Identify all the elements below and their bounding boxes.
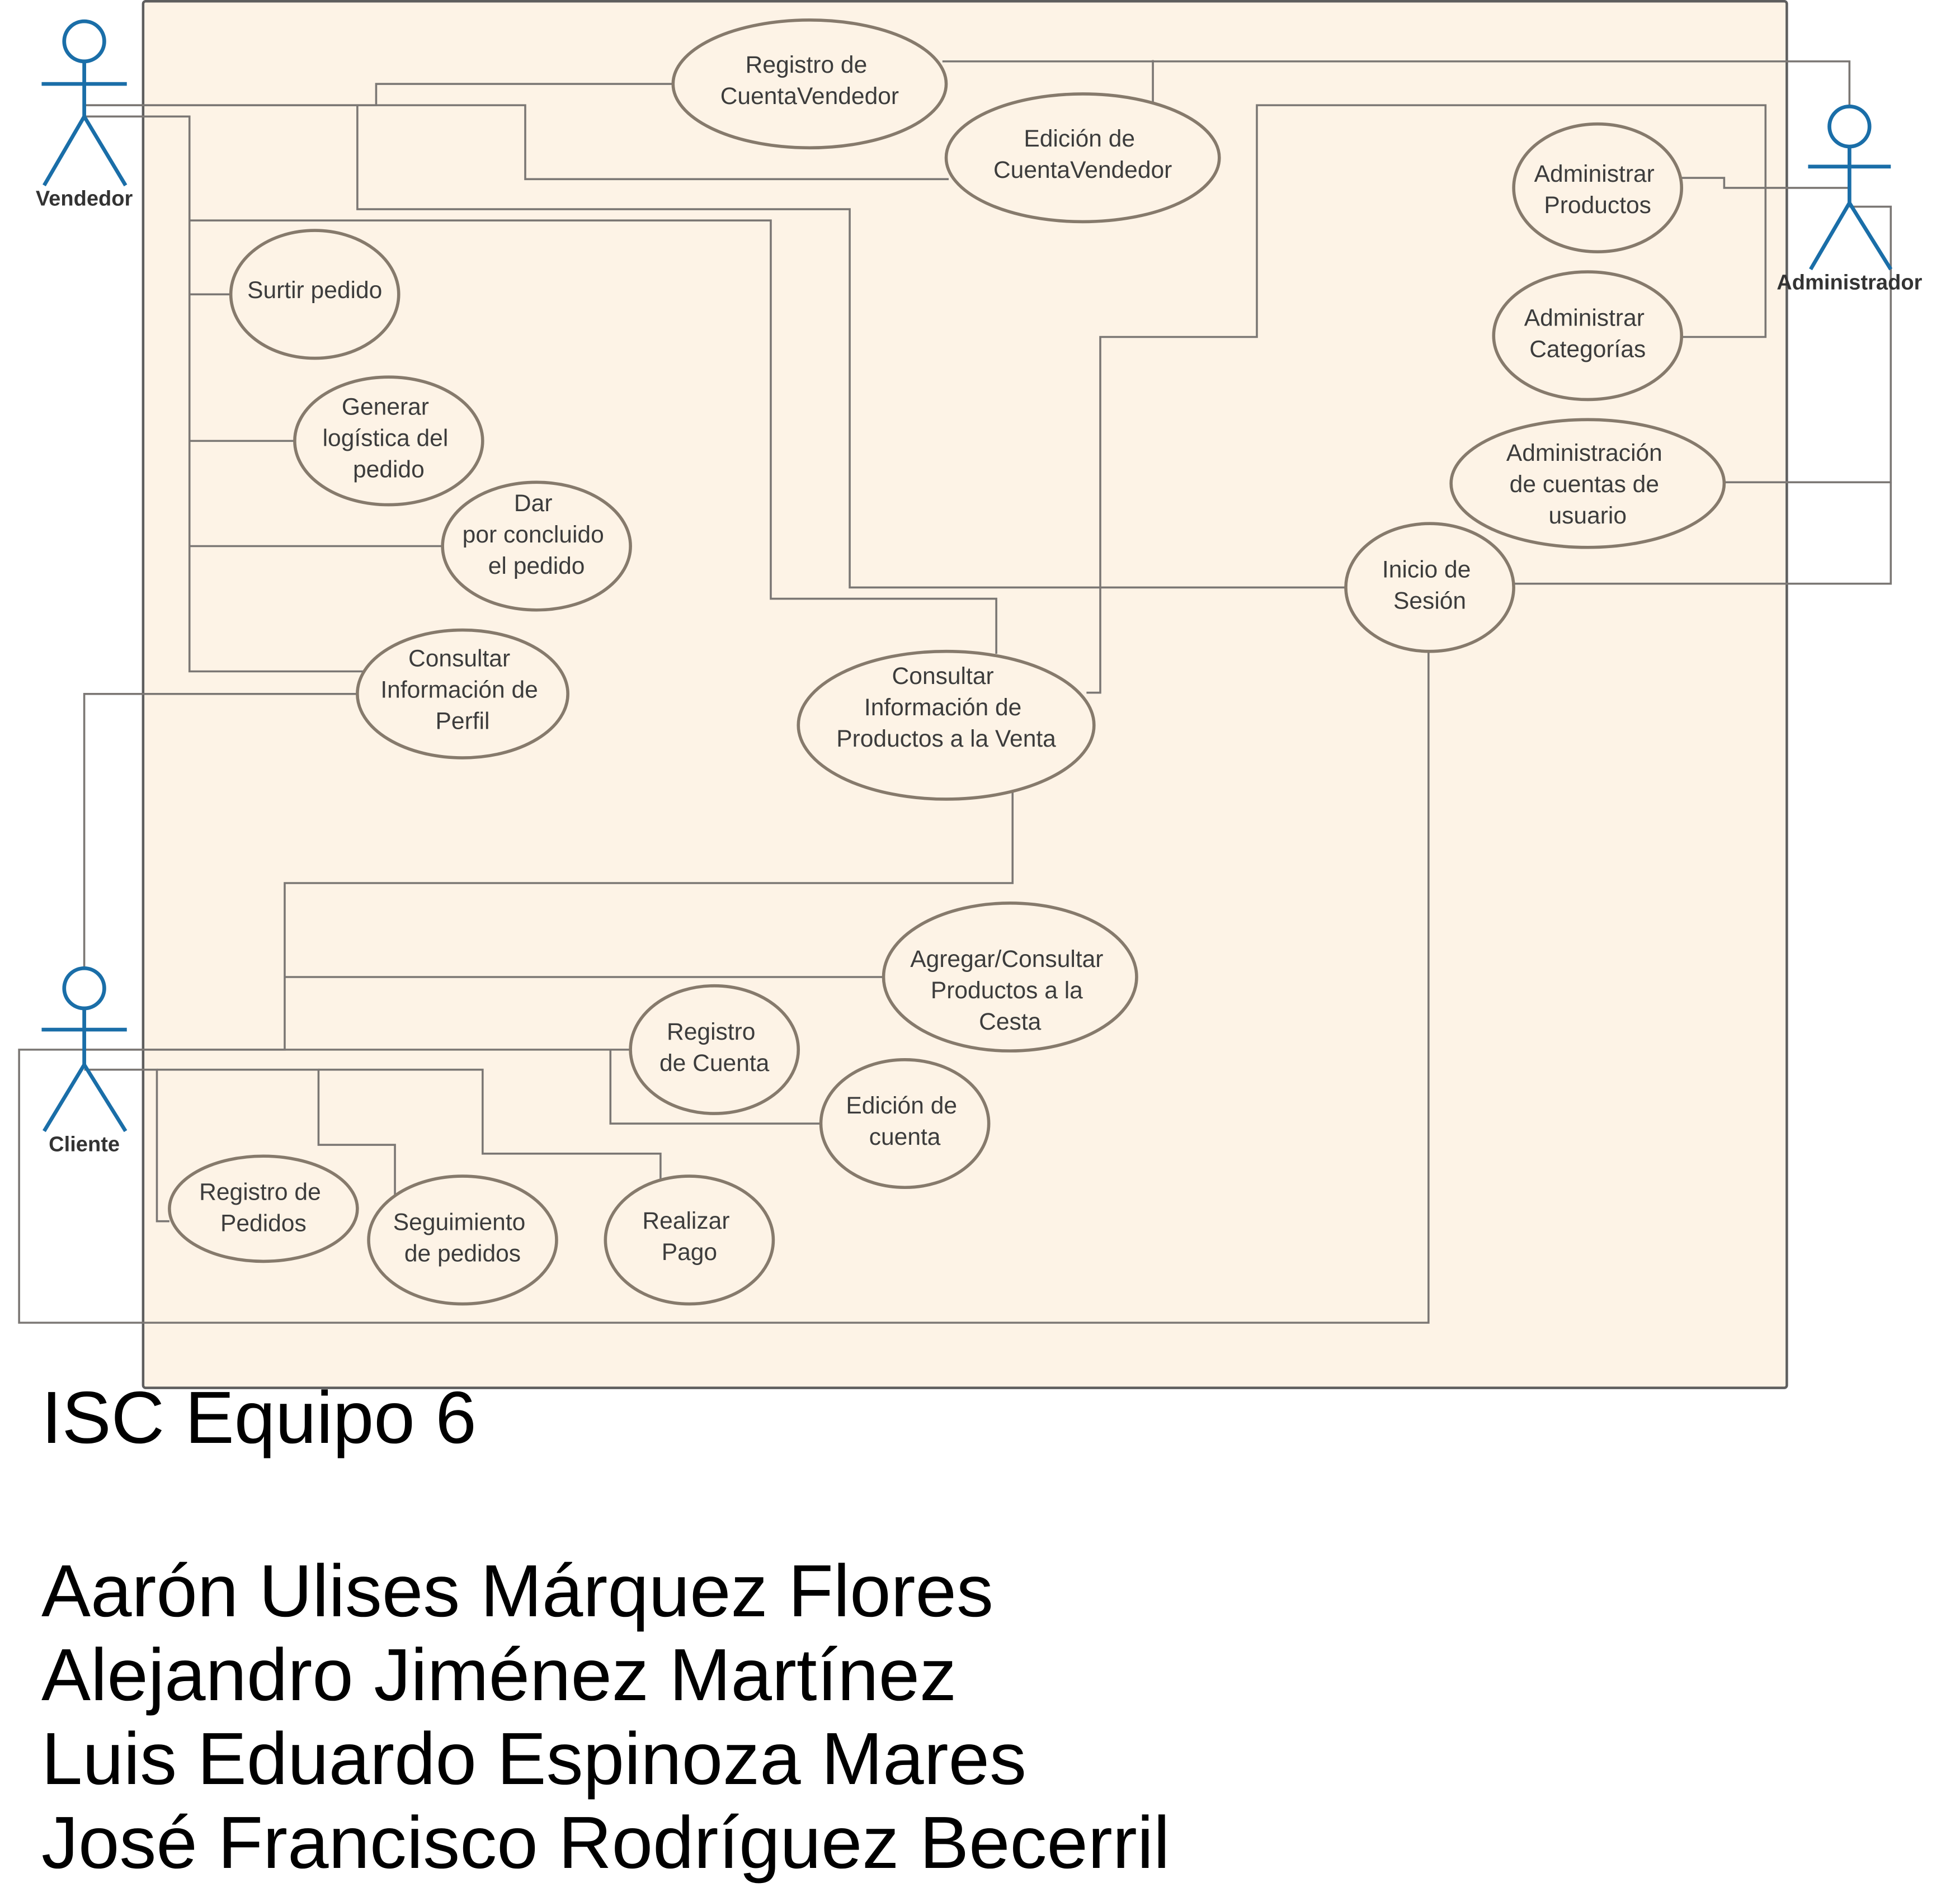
connector-cliente-realizar-pago bbox=[318, 1068, 662, 1180]
stick-figure-icon bbox=[41, 19, 128, 187]
actor-label-vendedor: Vendedor bbox=[36, 187, 133, 210]
connector-admin-registro-cuentavendedor bbox=[942, 60, 1851, 106]
connector-vendedor-edicion-cuentavendedor bbox=[84, 104, 949, 181]
use-case-administrar-productos: Administrar Productos bbox=[1512, 122, 1684, 253]
use-case-registro-cuentavendedor: Registro de CuentaVendedor bbox=[671, 18, 948, 150]
connectors bbox=[18, 60, 1892, 1324]
use-case-label: Registro de Pedidos bbox=[199, 1179, 327, 1237]
connector-admin-inicio-sesion bbox=[1514, 482, 1892, 585]
connector-cliente-registro-pedidos bbox=[84, 1068, 169, 1223]
actor-label-administrador: Administrador bbox=[1777, 271, 1922, 294]
actor-vendedor: Vendedor bbox=[36, 19, 133, 210]
connector-admin-productos bbox=[1679, 177, 1850, 189]
use-case-label: Consultar Información de Perfil bbox=[380, 645, 544, 735]
use-case-registro-cuenta: Registro de Cuenta bbox=[629, 984, 800, 1115]
stick-figure-icon bbox=[1808, 105, 1893, 271]
connector-vendedor-productos-venta bbox=[189, 219, 997, 654]
connector-cliente-inicio-sesion bbox=[18, 651, 1430, 1324]
use-case-administracion-cuentas-usuario: Administración de cuentas de usuario bbox=[1449, 418, 1726, 549]
author-name: José Francisco Rodríguez Becerril bbox=[41, 1801, 1170, 1884]
use-case-label: Dar por concluido el pedido bbox=[463, 490, 611, 579]
use-case-label: Generar logística del pedido bbox=[323, 393, 455, 483]
use-case-dar-por-concluido: Dar por concluido el pedido bbox=[441, 480, 632, 612]
use-case-realizar-pago: Realizar Pago bbox=[604, 1174, 775, 1306]
author-list: Aarón Ulises Márquez Flores Alejandro Ji… bbox=[41, 1549, 1170, 1885]
author-name: Aarón Ulises Márquez Flores bbox=[41, 1550, 993, 1632]
use-case-seguimiento-pedidos: Seguimiento de pedidos bbox=[367, 1174, 558, 1306]
connector-cliente-perfil bbox=[83, 693, 359, 969]
author-name: Luis Eduardo Espinoza Mares bbox=[41, 1717, 1026, 1800]
use-case-label: Agregar/Consultar Productos a la Cesta bbox=[910, 946, 1110, 1035]
connector-admin-cuentas-usuario bbox=[1724, 205, 1892, 484]
use-case-label: Surtir pedido bbox=[247, 277, 382, 304]
use-case-label: Edición de CuentaVendedor bbox=[993, 125, 1172, 183]
use-case-registro-pedidos: Registro de Pedidos bbox=[168, 1154, 359, 1263]
use-case-label: Administrar Categorías bbox=[1524, 304, 1651, 362]
use-case-generar-logistica: Generar logística del pedido bbox=[293, 375, 484, 507]
use-case-label: Registro de Cuenta bbox=[659, 1018, 770, 1077]
use-case-label: Seguimiento de pedidos bbox=[393, 1209, 532, 1267]
use-case-diagram: Vendedor Administrador Cliente Registro … bbox=[18, 0, 1923, 1389]
connector-cliente-seguimiento bbox=[157, 1068, 396, 1196]
use-case-inicio-sesion: Inicio de Sesión bbox=[1344, 522, 1515, 653]
stick-figure-icon bbox=[41, 966, 128, 1132]
connector-admin-productos-venta bbox=[1086, 104, 1767, 694]
use-case-label: Administrar Productos bbox=[1534, 161, 1661, 219]
use-case-label: Administración de cuentas de usuario bbox=[1506, 440, 1669, 529]
use-case-edicion-cuentavendedor: Edición de CuentaVendedor bbox=[944, 92, 1221, 224]
use-case-label: Inicio de Sesión bbox=[1382, 556, 1477, 615]
use-case-surtir-pedido: Surtir pedido bbox=[229, 229, 401, 360]
use-case-edicion-cuenta: Edición de cuenta bbox=[819, 1058, 991, 1190]
use-case-consultar-perfil: Consultar Información de Perfil bbox=[356, 628, 569, 759]
use-case-label: Edición de cuenta bbox=[846, 1092, 964, 1150]
use-case-label: Realizar Pago bbox=[642, 1207, 736, 1266]
use-case-label: Consultar Información de Productos a la … bbox=[836, 663, 1056, 752]
actor-label-cliente: Cliente bbox=[49, 1132, 120, 1156]
use-case-label: Registro de CuentaVendedor bbox=[720, 51, 899, 110]
author-name: Alejandro Jiménez Martínez bbox=[41, 1634, 957, 1716]
use-case-agregar-cesta: Agregar/Consultar Productos a la Cesta bbox=[882, 902, 1138, 1053]
connector-cliente-edicion-cuenta bbox=[609, 1049, 821, 1125]
use-case-consultar-productos-venta: Consultar Información de Productos a la … bbox=[797, 649, 1096, 801]
connector-vendedor-inicio-sesion bbox=[356, 105, 1348, 589]
actor-administrador: Administrador bbox=[1777, 105, 1923, 294]
connector-vendedor-spine bbox=[84, 115, 364, 673]
team-title: ISC Equipo 6 bbox=[41, 1376, 477, 1459]
use-case-administrar-categorias: Administrar Categorías bbox=[1492, 270, 1684, 402]
actor-cliente: Cliente bbox=[41, 966, 128, 1156]
